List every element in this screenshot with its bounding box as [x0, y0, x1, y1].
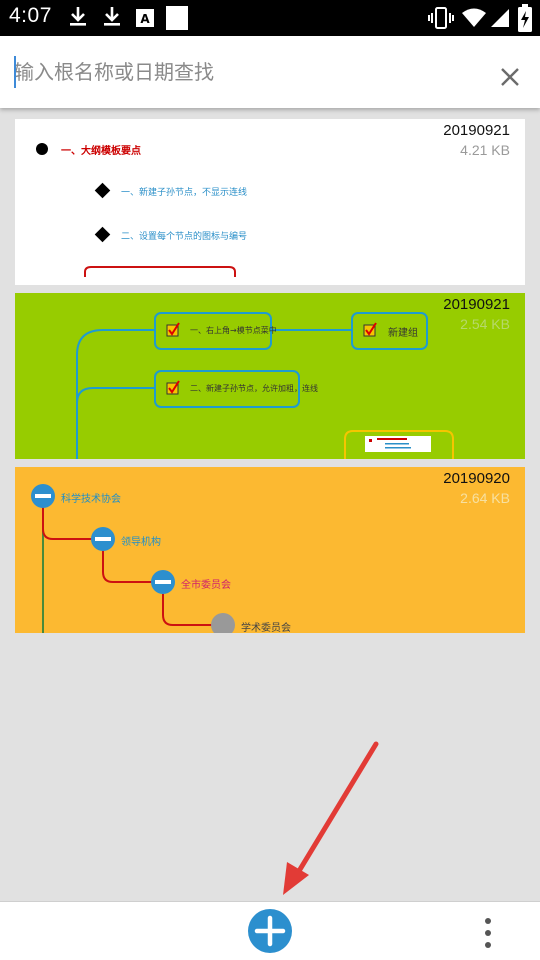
dot — [485, 918, 491, 924]
preview-node-text: 一、右上角→模节点菜中 — [190, 326, 277, 335]
a-box-icon: A — [136, 9, 154, 27]
status-bar: 4:07 A — [0, 0, 540, 36]
preview-node-text: 全市委员会 — [181, 580, 231, 591]
preview-node-text: 一、新建子孙节点，不显示连线 — [121, 188, 248, 198]
dot — [485, 942, 491, 948]
search-bar — [0, 36, 540, 108]
file-name: 20190920 — [443, 470, 510, 487]
search-input[interactable] — [14, 54, 474, 90]
preview-node-text: 科学技术协会 — [61, 494, 121, 505]
preview-node-text: 新建组 — [388, 328, 418, 339]
close-icon[interactable] — [494, 61, 526, 93]
more-options-icon[interactable] — [476, 910, 500, 950]
add-button[interactable] — [248, 909, 292, 953]
preview-root-text: 一、大纲模板要点 — [61, 146, 141, 157]
bottom-bar — [0, 901, 540, 960]
mindmap-preview — [31, 484, 235, 633]
dot — [485, 930, 491, 936]
preview-node-text: 二、新建子孙节点，允许加粗，连线 — [190, 384, 318, 393]
status-time: 4:07 — [9, 4, 52, 27]
wifi-icon — [462, 8, 486, 27]
mindmap-preview — [36, 143, 236, 277]
signal-icon — [491, 9, 509, 27]
battery-charging-icon — [518, 4, 532, 32]
white-square-icon — [166, 6, 188, 30]
file-name: 20190921 — [443, 296, 510, 313]
mindmap-preview — [76, 312, 454, 459]
file-name: 20190921 — [443, 122, 510, 139]
vibrate-icon — [428, 7, 454, 29]
preview-node-text: 二、设置每个节点的图标与编号 — [121, 232, 248, 242]
file-card[interactable]: 科学技术协会 领导机构 全市委员会 学术委员会 20190920 2.64 KB — [15, 467, 525, 633]
file-size: 2.64 KB — [460, 490, 510, 506]
preview-node-text: 领导机构 — [121, 537, 161, 548]
preview-node-text: 学术委员会 — [241, 623, 291, 633]
download-icon — [70, 7, 86, 26]
download-icon — [104, 7, 120, 26]
file-card[interactable]: 一、右上角→模节点菜中 新建组 二、新建子孙节点，允许加粗，连线 2019092… — [15, 293, 525, 459]
text-cursor — [14, 56, 16, 88]
plus-icon — [254, 915, 286, 947]
file-size: 4.21 KB — [460, 142, 510, 158]
svg-text:A: A — [140, 12, 150, 26]
file-card[interactable]: 一、大纲模板要点 一、新建子孙节点，不显示连线 二、设置每个节点的图标与编号 2… — [15, 119, 525, 285]
file-size: 2.54 KB — [460, 316, 510, 332]
